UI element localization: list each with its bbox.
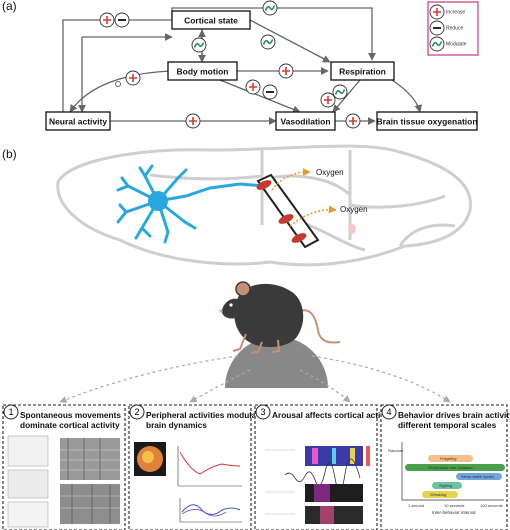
- section-a-label: (a): [2, 0, 17, 13]
- section-b-label: (b): [2, 147, 17, 161]
- oxygen-label-2: Oxygen: [340, 205, 368, 214]
- panel-2-title-line-2: brain dynamics: [146, 420, 207, 430]
- panel-link-arrows: [59, 355, 451, 403]
- panel-4-bar-sleep-wake: [456, 473, 502, 480]
- panel-2-number: 2: [134, 407, 139, 417]
- red-blood-cell: [291, 233, 307, 243]
- node-body-motion: Body motion: [167, 61, 238, 81]
- legend: Increase Reduce Modulate: [427, 1, 479, 56]
- panel-1-raster: [60, 484, 120, 524]
- panel-1-thumbnail: [7, 501, 49, 528]
- platform: [225, 336, 328, 388]
- legend-increase-label: Increase: [446, 10, 465, 16]
- panel-4-bar-label: Respiration rate variation: [428, 465, 472, 470]
- panel-4-bar-label: Sighing: [439, 483, 452, 488]
- red-blood-cell: [256, 180, 272, 190]
- brain-illustration: [56, 144, 472, 267]
- red-blood-cell: [278, 214, 294, 224]
- panel-3-colorbar: [366, 446, 370, 466]
- panel-4-bar-respiration: [405, 464, 505, 471]
- panel-2: 2 Peripheral activities modulate brain d…: [128, 404, 264, 530]
- panel-4-ylabel: Random: [388, 448, 404, 453]
- node-neural-activity: Neural activity: [45, 111, 111, 131]
- panel-3-title: Arousal affects cortical activity: [272, 410, 395, 420]
- panel-1-title-line-1: Spontaneous movements: [20, 410, 121, 420]
- panel-3-number: 3: [260, 407, 265, 417]
- legend-modulate-label: Modulate: [446, 42, 467, 48]
- panel-4-number: 4: [386, 407, 391, 417]
- increase-symbol: [185, 113, 201, 129]
- astrocyte-icon: [116, 164, 267, 244]
- reduce-symbol: [114, 12, 130, 28]
- mouse-illustration: [219, 281, 341, 388]
- junction-dot: [115, 81, 121, 87]
- node-cortical-state-label: Cortical state: [184, 16, 238, 26]
- panel-4-tick: 100 seconds: [480, 503, 503, 508]
- node-brain-tissue-oxygenation: Brain tissue oxygenation: [376, 111, 478, 131]
- node-brain-tissue-oxygenation-label: Brain tissue oxygenation: [376, 117, 477, 127]
- increase-symbol: [320, 92, 336, 108]
- panel-4-bar-fidgeting: [428, 455, 473, 462]
- panel-4-bar-label: Fidgeting: [440, 456, 456, 461]
- oxygen-label-1: Oxygen: [316, 168, 344, 177]
- panel-1-number: 1: [8, 407, 13, 417]
- panel-4-tick: 1 second: [408, 503, 424, 508]
- reduce-symbol: [262, 84, 278, 100]
- panel-4: 4 Behavior drives brain activity at diff…: [380, 404, 510, 530]
- panel-4-title-line-1: Behavior drives brain activity at: [398, 410, 510, 420]
- node-neural-activity-label: Neural activity: [49, 117, 107, 127]
- blood-vessel-icon: [256, 173, 320, 249]
- oxygen-arrows: Oxygen Oxygen: [271, 168, 368, 227]
- increase-symbol: [245, 79, 261, 95]
- panel-1-thumbnail: [7, 435, 49, 467]
- panel-4-title-line-2: different temporal scales: [398, 420, 497, 430]
- modulate-symbol: [332, 84, 348, 100]
- panel-3-trace: [305, 484, 363, 502]
- legend-reduce-label: Reduce: [446, 26, 463, 32]
- node-cortical-state: Cortical state: [171, 10, 251, 30]
- node-respiration-label: Respiration: [339, 67, 386, 77]
- panel-1-title-line-2: dominate cortical activity: [20, 420, 120, 430]
- node-vasodilation: Vasodilation: [275, 111, 336, 131]
- panel-4-xlabel: Inter-behavior interval: [432, 510, 476, 515]
- increase-symbol: [345, 113, 361, 129]
- legend-modulate-icon: [429, 36, 445, 52]
- node-body-motion-label: Body motion: [177, 67, 229, 77]
- panel-4-bar-whisking: [422, 491, 458, 498]
- legend-increase-icon: [429, 4, 445, 20]
- panel-4-tick: 10 seconds: [444, 503, 464, 508]
- modulate-symbol: [260, 34, 276, 50]
- increase-symbol: [99, 12, 115, 28]
- panel-1-thumbnail: [7, 469, 49, 499]
- panel-4-bar-sighing: [432, 482, 462, 489]
- panel-1-raster: [60, 438, 120, 480]
- increase-symbol: [278, 63, 294, 79]
- increase-symbol: [125, 70, 141, 86]
- panel-1: 1 Spontaneous movements dominate cortica…: [2, 404, 126, 530]
- panel-2-title-line-1: Peripheral activities modulate: [146, 410, 264, 420]
- legend-reduce-icon: [429, 20, 445, 36]
- panel-3: 3 Arousal affects cortical activity: [254, 404, 395, 530]
- modulate-symbol: [191, 37, 207, 53]
- node-vasodilation-label: Vasodilation: [280, 117, 330, 127]
- panel-4-bar-label: Whisking: [430, 492, 446, 497]
- node-respiration: Respiration: [330, 61, 395, 81]
- target-spot: [348, 224, 356, 234]
- panel-4-bar-label: Sleep-wake cycles: [461, 474, 494, 479]
- modulate-symbol: [262, 0, 278, 16]
